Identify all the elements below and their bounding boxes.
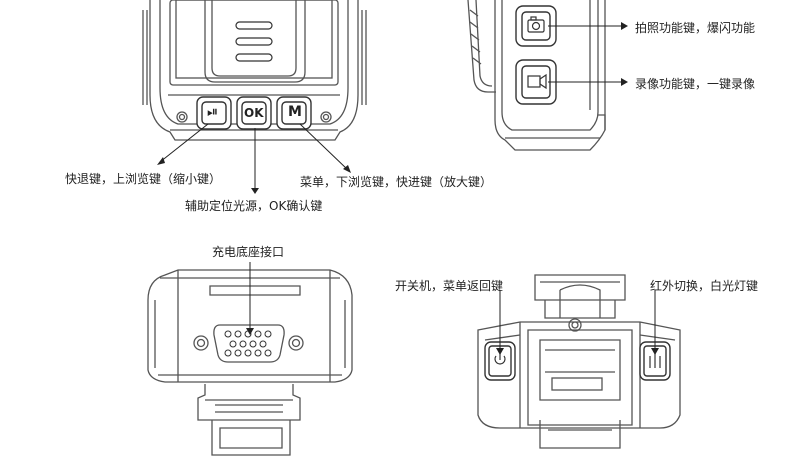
menu-glyph: M (288, 104, 302, 120)
power-key-label: 开关机，菜单返回键 (395, 279, 504, 293)
menu-key-label: 菜单，下浏览键，快进键（放大键） (300, 175, 493, 189)
rewind-key-label: 快退键，上浏览键（缩小键） (65, 172, 222, 186)
camera-icon (527, 16, 545, 33)
video-camera-icon (527, 73, 547, 90)
video-key-label: 录像功能键，一键录像 (635, 77, 756, 91)
photo-key-label: 拍照功能键，爆闪功能 (635, 21, 756, 35)
play-pause-glyph: ⏯ (207, 104, 219, 120)
ok-key-label: 辅助定位光源，OK确认键 (185, 199, 323, 213)
dock-port-pins (224, 330, 272, 357)
dock-port-label: 充电底座接口 (212, 245, 285, 259)
ir-light-icon (649, 353, 661, 368)
ir-key-label: 红外切换，白光灯键 (650, 279, 759, 293)
ok-glyph: OK (244, 106, 264, 120)
